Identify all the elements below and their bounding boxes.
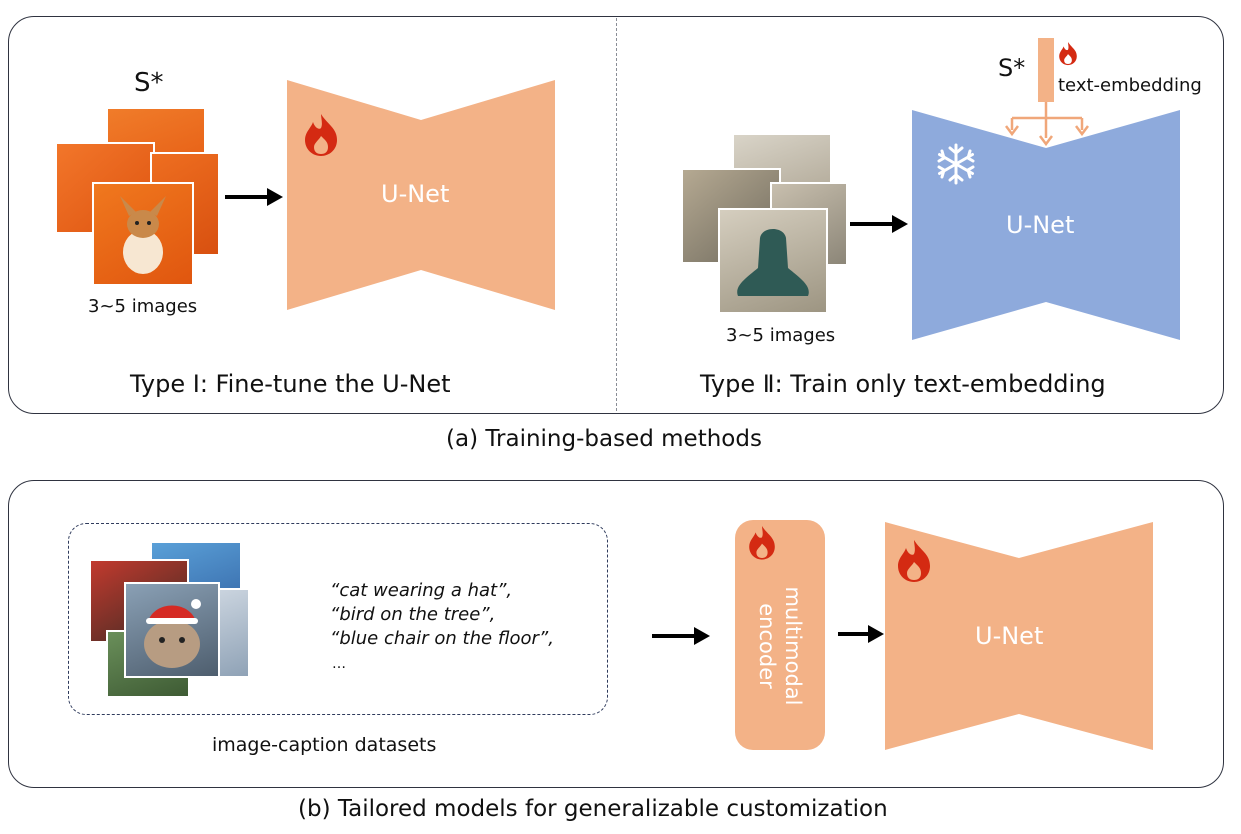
multimodal-encoder-block: [735, 520, 825, 750]
type2-input-arrow: [850, 215, 908, 233]
type2-token-label: S*: [998, 54, 1026, 82]
dog-silhouette: [120, 196, 166, 274]
cat-silhouette: [144, 599, 201, 668]
panel-b-unet-label: U-Net: [975, 622, 1044, 650]
text-embedding-bar: [1038, 38, 1054, 102]
type2-unet-shape: [912, 110, 1180, 340]
fire-icon: [898, 540, 930, 582]
statue-silhouette: [737, 229, 809, 296]
encoder-label: multimodal encoder: [755, 586, 805, 706]
caption-line: “cat wearing a hat”,: [330, 580, 513, 601]
type2-title: Type Ⅱ: Train only text-embedding: [700, 370, 1106, 398]
type2-unet-label: U-Net: [1006, 211, 1075, 239]
panel-a-caption: (a) Training-based methods: [446, 426, 762, 452]
type1-unet-shape: [287, 80, 555, 310]
type1-input-arrow: [225, 188, 283, 206]
embedding-branch-arrows: [1005, 102, 1089, 147]
fire-icon: [305, 114, 337, 156]
type1-unet-label: U-Net: [381, 180, 450, 208]
text-embedding-label: text-embedding: [1058, 75, 1202, 96]
encoder-to-unet-arrow: [838, 625, 884, 643]
fire-icon: [749, 526, 775, 560]
type1-images-label: 3~5 images: [88, 296, 198, 317]
caption-line: “blue chair on the floor”,: [330, 628, 554, 649]
type1-token-label: S*: [134, 68, 164, 98]
panel-divider: [616, 18, 617, 411]
caption-line: “bird on the tree”,: [330, 604, 496, 625]
dataset-label: image-caption datasets: [212, 734, 437, 756]
dataset-box: [68, 523, 608, 715]
panel-b-caption: (b) Tailored models for generalizable cu…: [298, 796, 888, 822]
dataset-to-encoder-arrow: [652, 627, 710, 645]
caption-line: …: [332, 656, 346, 672]
fire-icon: [1059, 42, 1077, 66]
type2-images-label: 3~5 images: [726, 325, 836, 346]
snowflake-icon: [937, 143, 975, 185]
panel-b-unet-shape: [885, 522, 1153, 750]
type1-title: Type Ⅰ: Fine-tune the U-Net: [130, 370, 451, 398]
